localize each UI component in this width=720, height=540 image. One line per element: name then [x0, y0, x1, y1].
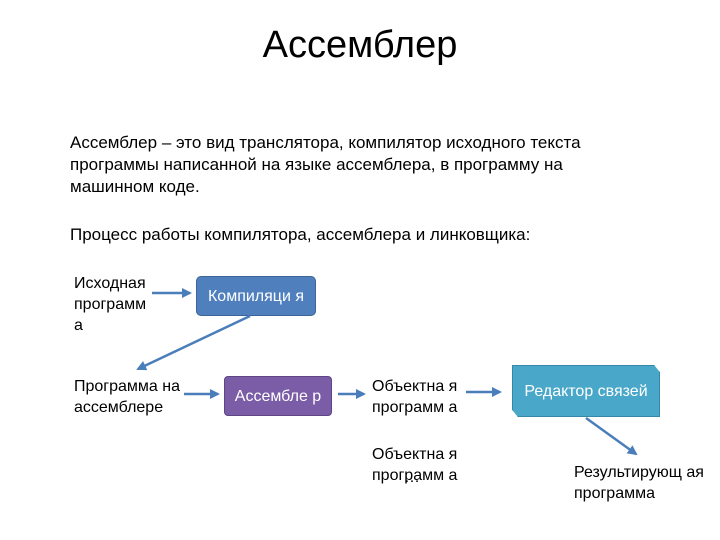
arrow-linker-to-result: [585, 416, 638, 456]
node-linker-box: Редактор связей: [512, 365, 660, 417]
arrow-compiler-to-assembly: [136, 314, 251, 371]
node-source-program: Исходная программ а: [74, 275, 147, 334]
linker-box-label: Редактор связей: [524, 382, 648, 400]
process-caption: Процесс работы компилятора, ассемблера и…: [70, 225, 531, 244]
node-assembler-box: Ассембле р: [224, 376, 332, 416]
node-assembly-program: Программа на ассемблере: [74, 378, 181, 416]
node-result-program: Результирующ ая программа: [574, 464, 704, 502]
definition-paragraph: Ассемблер – это вид транслятора, компиля…: [70, 133, 581, 196]
node-compiler-box: Компиляци я: [196, 276, 316, 316]
page-title: Ассемблер: [262, 24, 458, 66]
node-object-program-2: Объектна я программ а: [372, 446, 458, 484]
compiler-box-label: Компиляци я: [207, 287, 305, 305]
ellipsis-label: …: [404, 469, 420, 486]
node-object-program-1: Объектна я программ а: [372, 378, 458, 416]
assembler-box-label: Ассембле р: [234, 387, 322, 405]
